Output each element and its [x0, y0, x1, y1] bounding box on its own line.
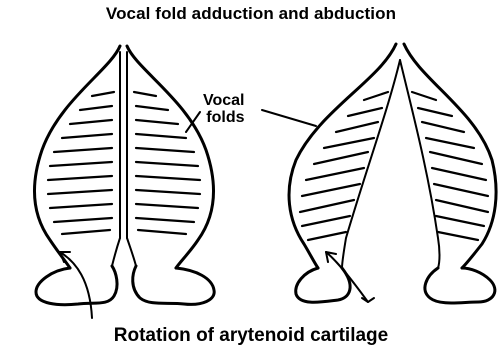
left-fold-outline-left: [34, 46, 120, 268]
left-fold-fibers-abducted: [300, 92, 388, 240]
adducted-vocal-folds: [34, 46, 214, 318]
right-fold-outline-left: [127, 46, 214, 268]
right-fold-fibers-abducted: [412, 92, 488, 240]
label-pointer-right: [262, 110, 316, 126]
left-fold-outline-right: [289, 44, 396, 268]
vocal-folds-label: Vocal folds: [203, 92, 245, 126]
left-arytenoid-cartilage: [36, 266, 117, 305]
left-arytenoid-cartilage-abducted: [296, 268, 350, 302]
right-fold-fibers: [134, 92, 200, 234]
right-arytenoid-cartilage: [133, 266, 214, 304]
vocal-folds-label-line1: Vocal: [203, 92, 245, 109]
right-arytenoid-cartilage-abducted: [425, 268, 495, 303]
left-fold-fibers: [48, 92, 114, 234]
abducted-vocal-folds: [289, 44, 496, 303]
diagram-caption: Rotation of arytenoid cartilage: [0, 325, 502, 347]
vocal-folds-label-line2: folds: [203, 109, 245, 126]
